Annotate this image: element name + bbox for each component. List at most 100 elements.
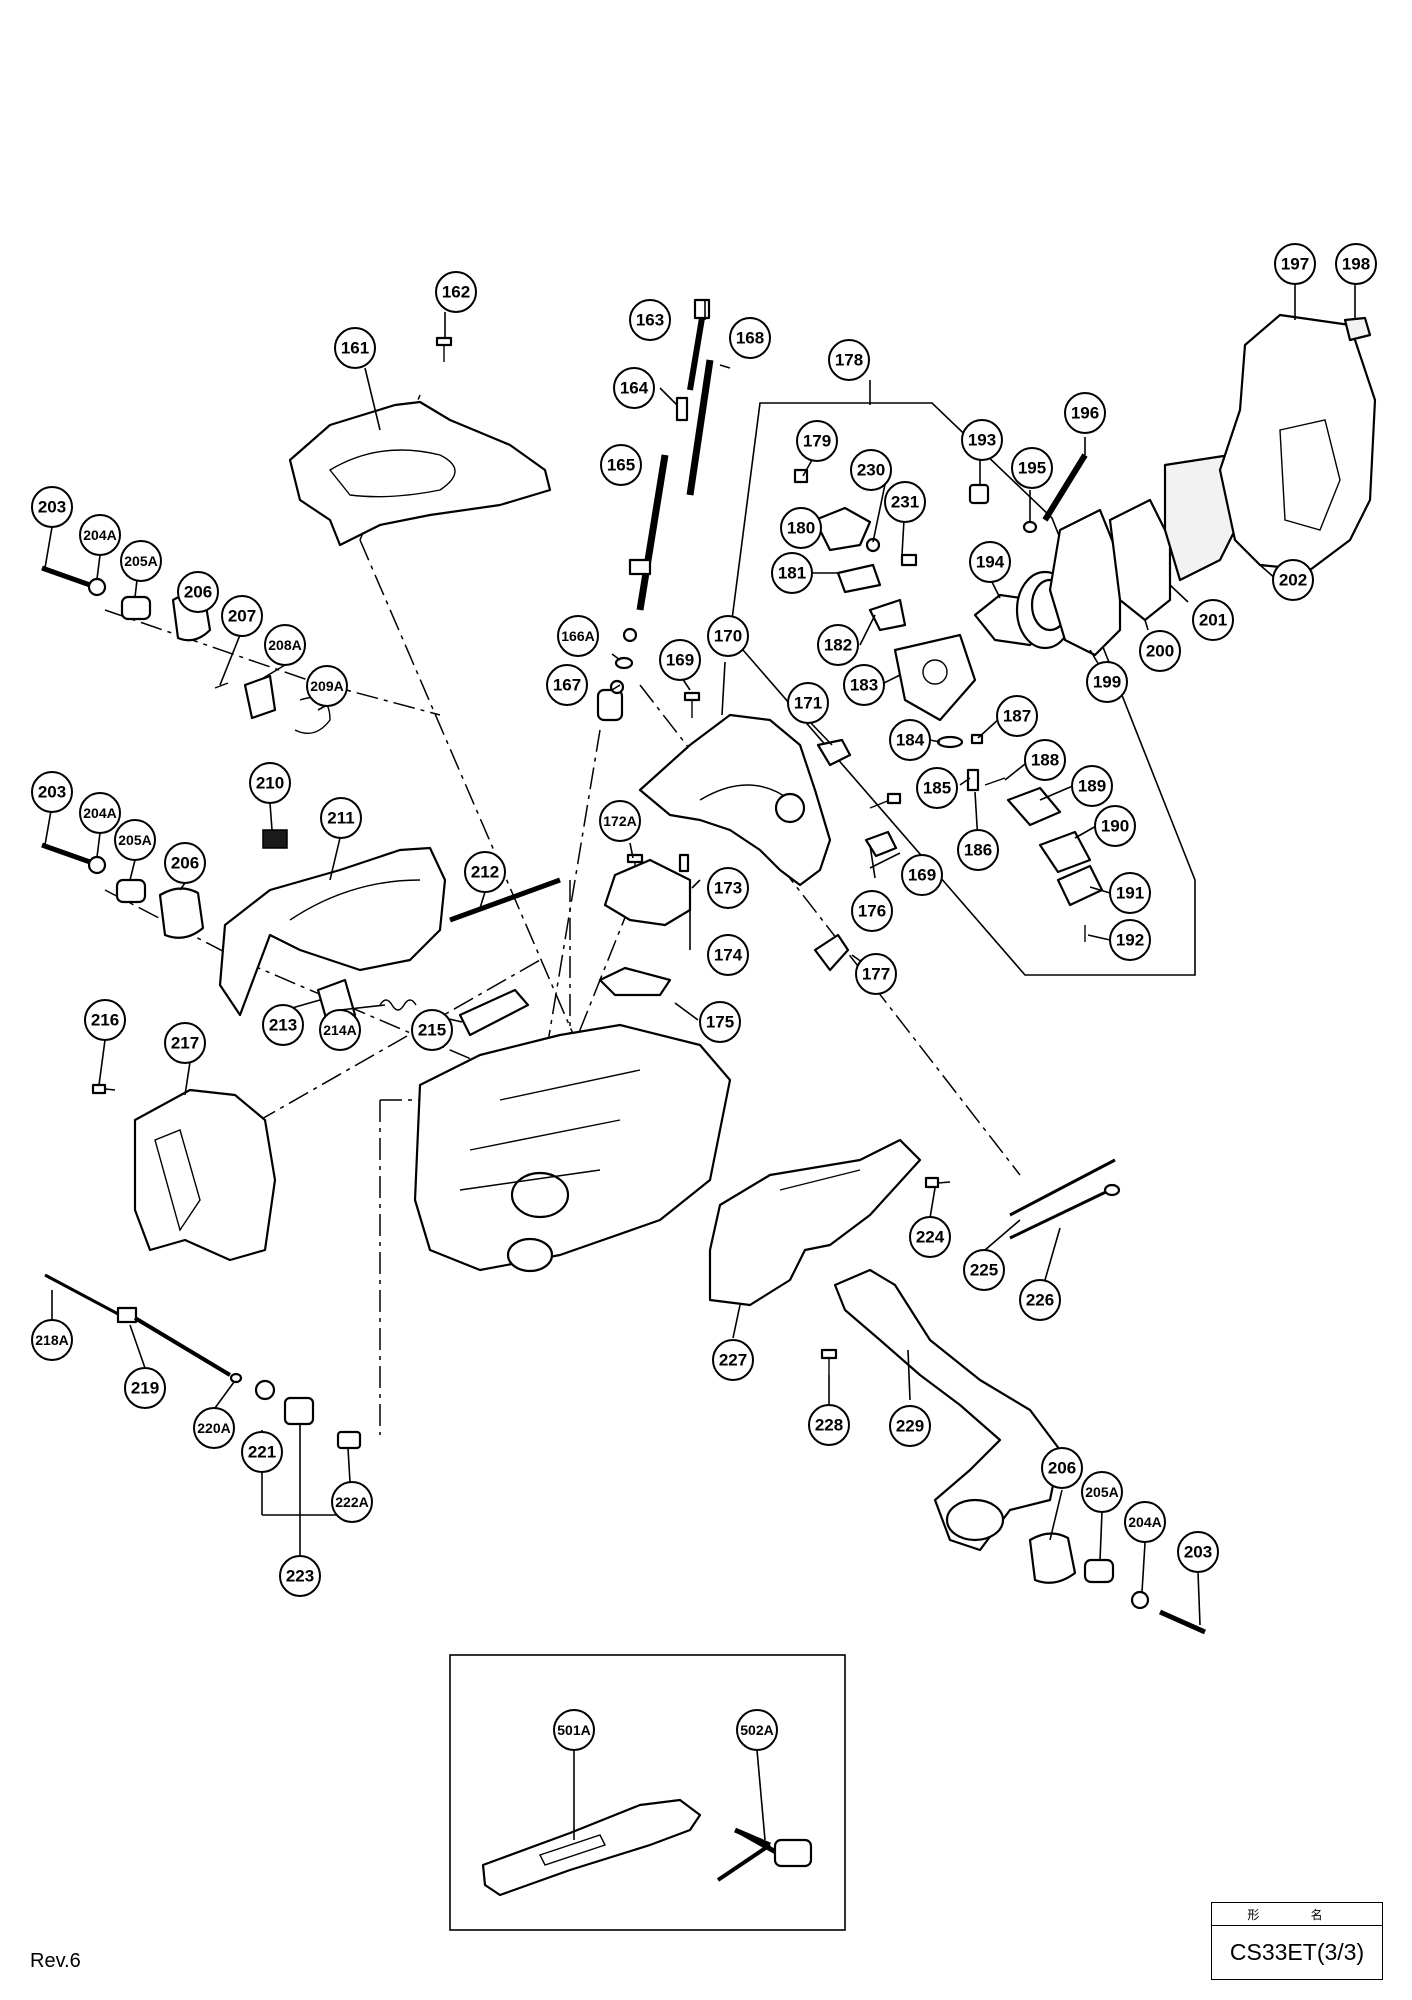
svg-text:217: 217 bbox=[171, 1034, 199, 1053]
callout-200: 200 bbox=[1139, 630, 1181, 672]
svg-text:204A: 204A bbox=[83, 527, 116, 543]
svg-text:221: 221 bbox=[248, 1443, 276, 1462]
svg-text:187: 187 bbox=[1003, 707, 1031, 726]
callout-228: 228 bbox=[808, 1404, 850, 1446]
callout-223: 223 bbox=[279, 1555, 321, 1597]
callout-203: 203 bbox=[31, 486, 73, 528]
air-filter-parts bbox=[968, 313, 1377, 657]
oil-pipe-part bbox=[622, 454, 669, 643]
svg-text:175: 175 bbox=[706, 1013, 734, 1032]
svg-text:199: 199 bbox=[1093, 673, 1121, 692]
callout-167: 167 bbox=[546, 664, 588, 706]
callout-180: 180 bbox=[780, 507, 822, 549]
svg-text:190: 190 bbox=[1101, 817, 1129, 836]
svg-text:208A: 208A bbox=[268, 637, 301, 653]
lever-215-part bbox=[458, 988, 530, 1037]
part-171 bbox=[816, 738, 852, 767]
svg-text:169: 169 bbox=[908, 866, 936, 885]
svg-text:182: 182 bbox=[824, 636, 852, 655]
svg-text:181: 181 bbox=[778, 564, 806, 583]
screw-169-part bbox=[683, 691, 701, 718]
callout-189: 189 bbox=[1071, 765, 1113, 807]
callout-502A: 502A bbox=[736, 1709, 778, 1751]
svg-text:220A: 220A bbox=[197, 1420, 230, 1436]
callout-191: 191 bbox=[1109, 872, 1151, 914]
svg-text:184: 184 bbox=[896, 731, 925, 750]
carburetor-parts bbox=[793, 468, 1104, 942]
callout-161: 161 bbox=[334, 327, 376, 369]
svg-text:229: 229 bbox=[896, 1417, 924, 1436]
rubber-mount-rear-parts bbox=[1028, 1532, 1207, 1635]
callout-181: 181 bbox=[771, 552, 813, 594]
callout-198: 198 bbox=[1335, 243, 1377, 285]
tank-housing-part bbox=[638, 713, 832, 887]
cables-225-226-parts bbox=[1009, 1158, 1121, 1240]
rear-handle-housing-part bbox=[218, 846, 447, 1017]
svg-text:167: 167 bbox=[553, 676, 581, 695]
callout-166A: 166A bbox=[557, 615, 599, 657]
svg-text:231: 231 bbox=[891, 493, 919, 512]
svg-text:502A: 502A bbox=[740, 1722, 773, 1738]
svg-text:230: 230 bbox=[857, 461, 885, 480]
svg-text:174: 174 bbox=[714, 946, 743, 965]
callout-212: 212 bbox=[464, 851, 506, 893]
svg-text:186: 186 bbox=[964, 841, 992, 860]
crankcase-main-part bbox=[413, 1023, 732, 1272]
wrench-502A-part bbox=[716, 1827, 813, 1882]
callout-184: 184 bbox=[889, 719, 931, 761]
callout-172A: 172A bbox=[599, 800, 641, 842]
callout-229: 229 bbox=[889, 1405, 931, 1447]
carburetor-group-outline bbox=[729, 402, 1196, 976]
screw-228-part bbox=[820, 1348, 838, 1375]
callout-219: 219 bbox=[124, 1367, 166, 1409]
callout-205A-third: 205A bbox=[1081, 1471, 1123, 1513]
accessories-box bbox=[449, 1654, 846, 1931]
callout-174: 174 bbox=[707, 934, 749, 976]
revision-label: Rev.6 bbox=[30, 1950, 81, 1972]
svg-text:203: 203 bbox=[38, 783, 66, 802]
svg-text:218A: 218A bbox=[35, 1332, 68, 1348]
svg-text:178: 178 bbox=[835, 351, 863, 370]
svg-text:192: 192 bbox=[1116, 931, 1144, 950]
svg-text:216: 216 bbox=[91, 1011, 119, 1030]
svg-text:188: 188 bbox=[1031, 751, 1059, 770]
svg-text:206: 206 bbox=[171, 854, 199, 873]
svg-text:501A: 501A bbox=[557, 1722, 590, 1738]
svg-text:200: 200 bbox=[1146, 642, 1174, 661]
callout-207: 207 bbox=[221, 595, 263, 637]
svg-text:225: 225 bbox=[970, 1261, 998, 1280]
svg-text:226: 226 bbox=[1026, 1291, 1054, 1310]
callout-211: 211 bbox=[320, 797, 362, 839]
callout-501A: 501A bbox=[553, 1709, 595, 1751]
callout-169-second: 169 bbox=[901, 854, 943, 896]
callout-202: 202 bbox=[1272, 559, 1314, 601]
callout-203-second: 203 bbox=[31, 771, 73, 813]
svg-text:203: 203 bbox=[1184, 1543, 1212, 1562]
svg-text:205A: 205A bbox=[1085, 1484, 1118, 1500]
svg-text:177: 177 bbox=[862, 965, 890, 984]
svg-text:170: 170 bbox=[714, 627, 742, 646]
callout-199: 199 bbox=[1086, 661, 1128, 703]
callout-178: 178 bbox=[828, 339, 870, 381]
part-173 bbox=[678, 853, 690, 873]
svg-text:176: 176 bbox=[858, 902, 886, 921]
svg-text:161: 161 bbox=[341, 339, 369, 358]
svg-text:201: 201 bbox=[1199, 611, 1227, 630]
callout-225: 225 bbox=[963, 1249, 1005, 1291]
callout-205A: 205A bbox=[120, 540, 162, 582]
svg-text:168: 168 bbox=[736, 329, 764, 348]
svg-text:191: 191 bbox=[1116, 884, 1144, 903]
callout-231: 231 bbox=[884, 481, 926, 523]
svg-text:209A: 209A bbox=[310, 678, 343, 694]
callout-222A: 222A bbox=[331, 1481, 373, 1523]
part-177 bbox=[813, 933, 850, 972]
callout-201: 201 bbox=[1192, 599, 1234, 641]
callout-206-third: 206 bbox=[1041, 1447, 1083, 1489]
callout-226: 226 bbox=[1019, 1279, 1061, 1321]
front-grip-227-part bbox=[708, 1138, 922, 1307]
callout-217: 217 bbox=[164, 1022, 206, 1064]
callout-203-third: 203 bbox=[1177, 1531, 1219, 1573]
callout-175: 175 bbox=[699, 1001, 741, 1043]
callout-185: 185 bbox=[916, 767, 958, 809]
